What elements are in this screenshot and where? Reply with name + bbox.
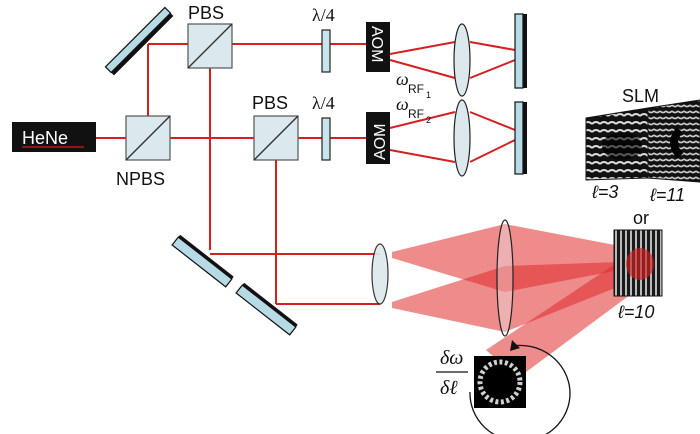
retro-mirror-top [514, 13, 527, 89]
mirror-lower-1 [171, 234, 234, 288]
svg-text:1: 1 [426, 90, 431, 100]
slm-label: SLM [622, 86, 659, 106]
output-beam-profile [474, 356, 526, 408]
hene-label: HeNe [22, 128, 68, 148]
ell10-label: ℓ=10 [617, 302, 654, 322]
waveplate-mid-label: λ/4 [312, 93, 335, 113]
rf2-label: ω RF 2 [396, 94, 431, 125]
svg-text:2: 2 [426, 115, 431, 125]
aom-mid: AOM [366, 112, 390, 164]
pbs-mid-label: PBS [252, 93, 288, 113]
mirror-top-left [104, 6, 174, 76]
retro-mirror-mid [514, 101, 527, 175]
npbs-label: NPBS [116, 169, 165, 189]
ell11-label: ℓ=11 [649, 185, 685, 205]
hologram-l10: ℓ=10 [613, 229, 663, 322]
aom-mid-label: AOM [372, 124, 389, 160]
ell3-label: ℓ=3 [591, 182, 618, 202]
dw-dl-fraction: δω δℓ [436, 347, 468, 399]
dl-label: δℓ [440, 377, 458, 399]
svg-text:RF: RF [408, 107, 424, 121]
rotation-arrow [469, 340, 571, 434]
dw-label: δω [440, 347, 463, 369]
waveplate-mid: λ/4 [312, 93, 335, 161]
or-label: or [633, 208, 649, 228]
pbs-top-cube: PBS [187, 3, 233, 69]
pbs-mid-cube: PBS [252, 93, 299, 161]
svg-text:ω: ω [396, 94, 409, 114]
mirror-lower-2 [235, 282, 298, 336]
beam-paths [96, 41, 516, 305]
lens-top [453, 23, 471, 97]
aom-top-label: AOM [368, 26, 385, 62]
pbs-top-label: PBS [188, 3, 224, 23]
rf1-label: ω RF 1 [396, 69, 431, 100]
waveplate-top-label: λ/4 [312, 5, 335, 25]
expanded-beams [392, 224, 655, 378]
lens-lower-right [496, 219, 514, 337]
svg-text:ω: ω [396, 69, 409, 89]
hene-laser: HeNe [12, 122, 96, 152]
aom-top: AOM [366, 22, 390, 72]
npbs-cube: NPBS [116, 115, 171, 189]
waveplate-top: λ/4 [312, 5, 335, 73]
slm-panels: SLM ℓ=3 ℓ=11 or [585, 86, 700, 228]
lens-lower-left [371, 243, 389, 305]
svg-text:RF: RF [408, 82, 424, 96]
lens-mid [453, 99, 471, 177]
